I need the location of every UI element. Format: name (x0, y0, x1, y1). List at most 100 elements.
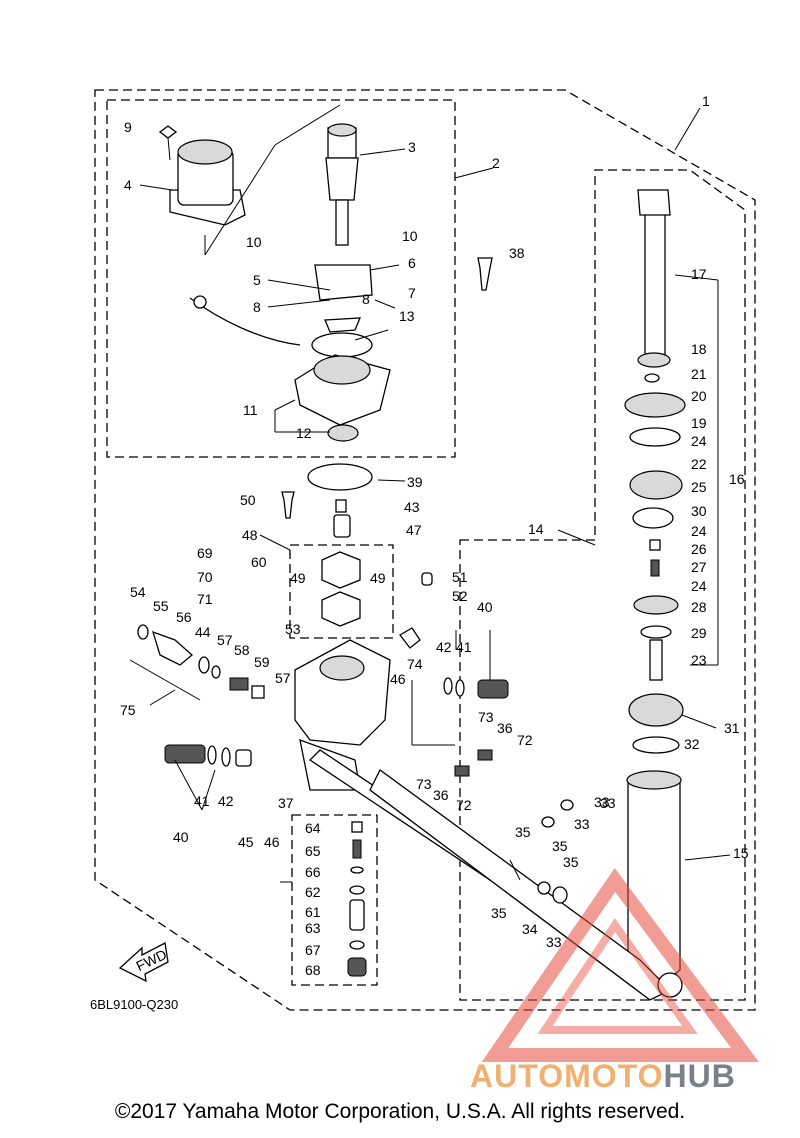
callout: 17 (691, 266, 707, 282)
callout: 38 (509, 245, 525, 261)
watermark-logo (481, 867, 759, 1062)
callout: 1 (702, 93, 710, 109)
callout: 33 (594, 794, 610, 810)
callout: 36 (497, 720, 513, 736)
callout: 33 (600, 795, 616, 811)
callout: 48 (242, 527, 258, 543)
callout: 45 (238, 834, 254, 850)
callout: 59 (254, 654, 270, 670)
callout: 49 (370, 570, 386, 586)
callout: 74 (407, 656, 423, 672)
callout: 41 (456, 639, 472, 655)
callout: 50 (240, 492, 256, 508)
callout: 21 (691, 366, 707, 382)
callout: 42 (218, 793, 234, 809)
callout: 18 (691, 341, 707, 357)
callout: 19 (691, 415, 707, 431)
bolt-38 (477, 257, 493, 291)
callout: 46 (264, 834, 280, 850)
callout: 55 (153, 598, 169, 614)
callout: 30 (691, 503, 707, 519)
group-60-parts (347, 821, 367, 977)
callout: 28 (691, 599, 707, 615)
watermark-part2: HUB (663, 1058, 736, 1094)
callout: 71 (197, 591, 213, 607)
callout: 68 (305, 962, 321, 978)
callout: 69 (197, 545, 213, 561)
callout: 36 (433, 787, 449, 803)
callout: 31 (724, 720, 740, 736)
copyright-text: ©2017 Yamaha Motor Corporation, U.S.A. A… (114, 1100, 686, 1123)
callout: 72 (456, 797, 472, 813)
callout: 10 (246, 234, 262, 250)
callout: 14 (528, 521, 544, 537)
leader-lines (139, 107, 731, 883)
fwd-arrow-icon: FWD (118, 942, 169, 983)
callout: 15 (733, 845, 749, 861)
callout: 27 (691, 559, 707, 575)
callout: 11 (243, 402, 258, 418)
callout: 37 (278, 795, 294, 811)
callout: 10 (402, 228, 418, 244)
callout: 32 (684, 736, 700, 752)
callout: 57 (275, 670, 291, 686)
valve-plates (321, 551, 361, 627)
callout: 24 (691, 523, 707, 539)
callout: 20 (691, 388, 707, 404)
callout: 33 (546, 934, 562, 950)
callout-labels: 1 2 3 4 5 6 7 8 8 9 10 10 11 12 13 14 15… (120, 93, 749, 978)
callout: 52 (452, 588, 468, 604)
armature (204, 104, 359, 256)
callout: 44 (195, 624, 211, 640)
callout: 54 (130, 584, 146, 600)
assembly-boundary-60 (291, 814, 378, 986)
brush-holder (189, 264, 373, 346)
assembly-boundary-1 (94, 89, 756, 1011)
callout: 57 (217, 632, 233, 648)
tilt-cylinder (369, 769, 683, 1001)
assembly-boundary-14 (459, 169, 746, 1001)
callout: 40 (173, 829, 189, 845)
callout: 70 (197, 569, 213, 585)
callout: 64 (305, 820, 321, 836)
callout: 35 (563, 854, 579, 870)
callout: 72 (517, 732, 533, 748)
callout: 25 (691, 479, 707, 495)
assembly-boundary-2 (106, 99, 456, 458)
callout: 35 (515, 824, 531, 840)
callout: 56 (176, 609, 192, 625)
callout: 7 (408, 285, 416, 301)
callout: 49 (290, 570, 306, 586)
callout: 33 (574, 816, 590, 832)
bolt-50 (281, 491, 295, 519)
callout: 6 (408, 255, 416, 271)
motor-housing (158, 125, 246, 226)
callout: 9 (124, 119, 132, 135)
collar-47 (333, 514, 351, 538)
right-valve-parts (399, 572, 574, 904)
callout: 29 (691, 625, 707, 641)
callout: 53 (285, 621, 301, 637)
bearing (327, 424, 359, 442)
callout: 34 (522, 921, 538, 937)
callout: 63 (305, 920, 321, 936)
callout: 51 (452, 569, 468, 585)
callout: 46 (390, 671, 406, 687)
callout: 24 (691, 578, 707, 594)
left-valve-parts (129, 624, 265, 767)
callout: 2 (492, 155, 500, 171)
callout: 67 (305, 942, 321, 958)
callout: 22 (691, 456, 707, 472)
callout: 4 (124, 177, 132, 193)
piston-rod-assembly (624, 189, 686, 754)
callout: 60 (251, 554, 267, 570)
callout: 5 (253, 272, 261, 288)
callout: 39 (407, 474, 423, 490)
callout: 16 (729, 471, 745, 487)
o-ring-39 (307, 463, 373, 491)
callout: 24 (691, 433, 707, 449)
watermark-text: AUTOMOTOHUB (470, 1058, 736, 1095)
spring-43 (335, 499, 347, 513)
callout: 58 (234, 642, 250, 658)
